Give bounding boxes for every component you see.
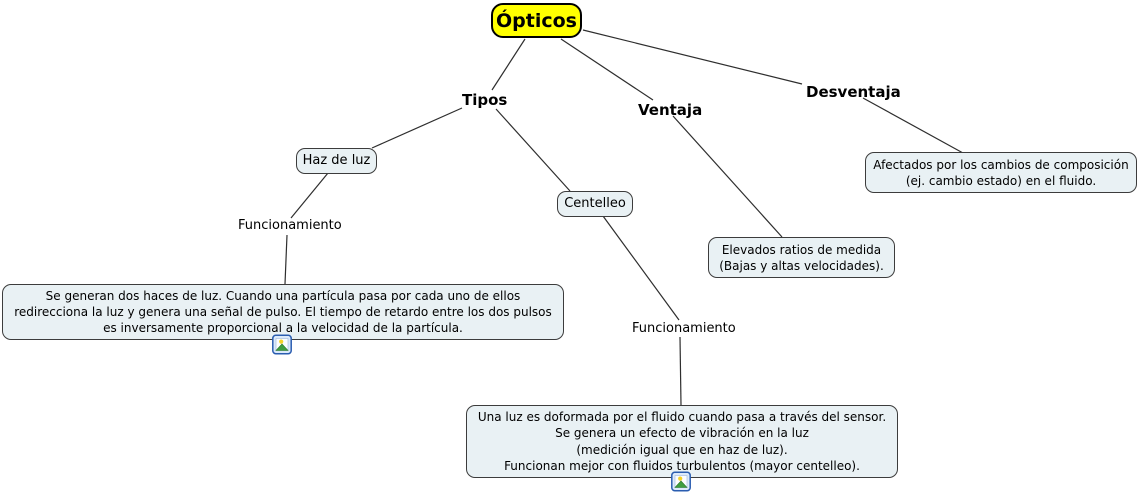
- image-icon[interactable]: [272, 334, 292, 355]
- branch-label-tipos[interactable]: Tipos: [462, 91, 508, 109]
- line-funcionamiento-centelleodetail: [679, 336, 682, 406]
- line-hazdeluz-funcionamiento: [290, 172, 329, 219]
- line-centelleo-funcionamiento: [602, 215, 680, 321]
- line-root-tipos: [491, 38, 526, 91]
- line-root-desventaja: [582, 29, 803, 85]
- linking-phrase-funcionamiento-right[interactable]: Funcionamiento: [632, 321, 736, 336]
- node-centelleo-detail[interactable]: Una luz es doformada por el fluido cuand…: [466, 405, 898, 478]
- line-funcionamiento-hazdetail: [284, 234, 288, 285]
- resource-icon-wrapper[interactable]: [671, 471, 691, 492]
- node-haz-de-luz[interactable]: Haz de luz: [296, 148, 377, 174]
- node-centelleo[interactable]: Centelleo: [557, 191, 633, 217]
- resource-icon-wrapper[interactable]: [272, 334, 292, 355]
- line-tipos-hazdeluz: [371, 107, 463, 149]
- linking-phrase-funcionamiento-left[interactable]: Funcionamiento: [238, 218, 342, 233]
- line-desventaja-detail: [862, 97, 964, 154]
- line-root-ventaja: [560, 38, 654, 101]
- root-node-opticos[interactable]: Ópticos: [491, 3, 582, 38]
- branch-label-desventaja[interactable]: Desventaja: [806, 83, 901, 101]
- node-haz-de-luz-detail[interactable]: Se generan dos haces de luz. Cuando una …: [2, 284, 564, 340]
- line-ventaja-detail: [672, 115, 783, 238]
- node-desventaja-detail[interactable]: Afectados por los cambios de composición…: [865, 152, 1137, 193]
- branch-label-ventaja[interactable]: Ventaja: [638, 101, 703, 119]
- line-tipos-centelleo: [495, 108, 571, 192]
- node-ventaja-detail[interactable]: Elevados ratios de medida (Bajas y altas…: [708, 237, 895, 278]
- image-icon[interactable]: [671, 471, 691, 492]
